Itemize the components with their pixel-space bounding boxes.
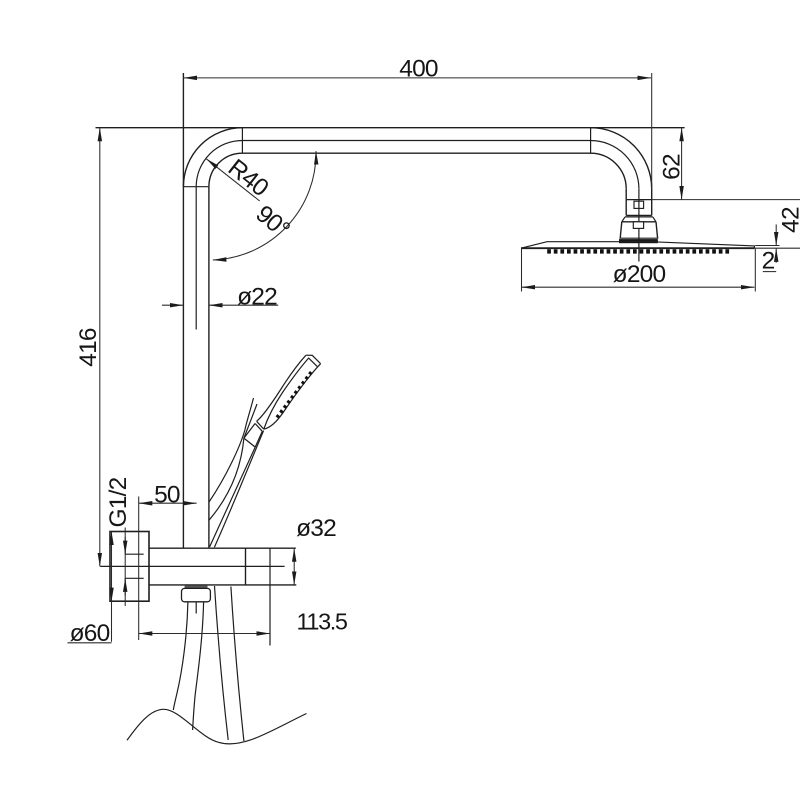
svg-text:62: 62 — [659, 154, 686, 180]
svg-text:416: 416 — [75, 328, 102, 367]
svg-text:90°: 90° — [250, 200, 294, 243]
svg-text:2: 2 — [762, 247, 775, 274]
svg-text:ø200: ø200 — [613, 261, 666, 288]
svg-text:400: 400 — [399, 55, 438, 82]
svg-text:R40: R40 — [223, 154, 273, 202]
svg-text:50: 50 — [154, 482, 180, 509]
svg-text:ø22: ø22 — [237, 283, 277, 310]
svg-text:G1/2: G1/2 — [105, 477, 132, 527]
svg-text:113.5: 113.5 — [297, 609, 348, 635]
svg-text:ø32: ø32 — [296, 515, 336, 542]
svg-text:ø60: ø60 — [70, 620, 110, 647]
svg-text:42: 42 — [778, 207, 800, 233]
